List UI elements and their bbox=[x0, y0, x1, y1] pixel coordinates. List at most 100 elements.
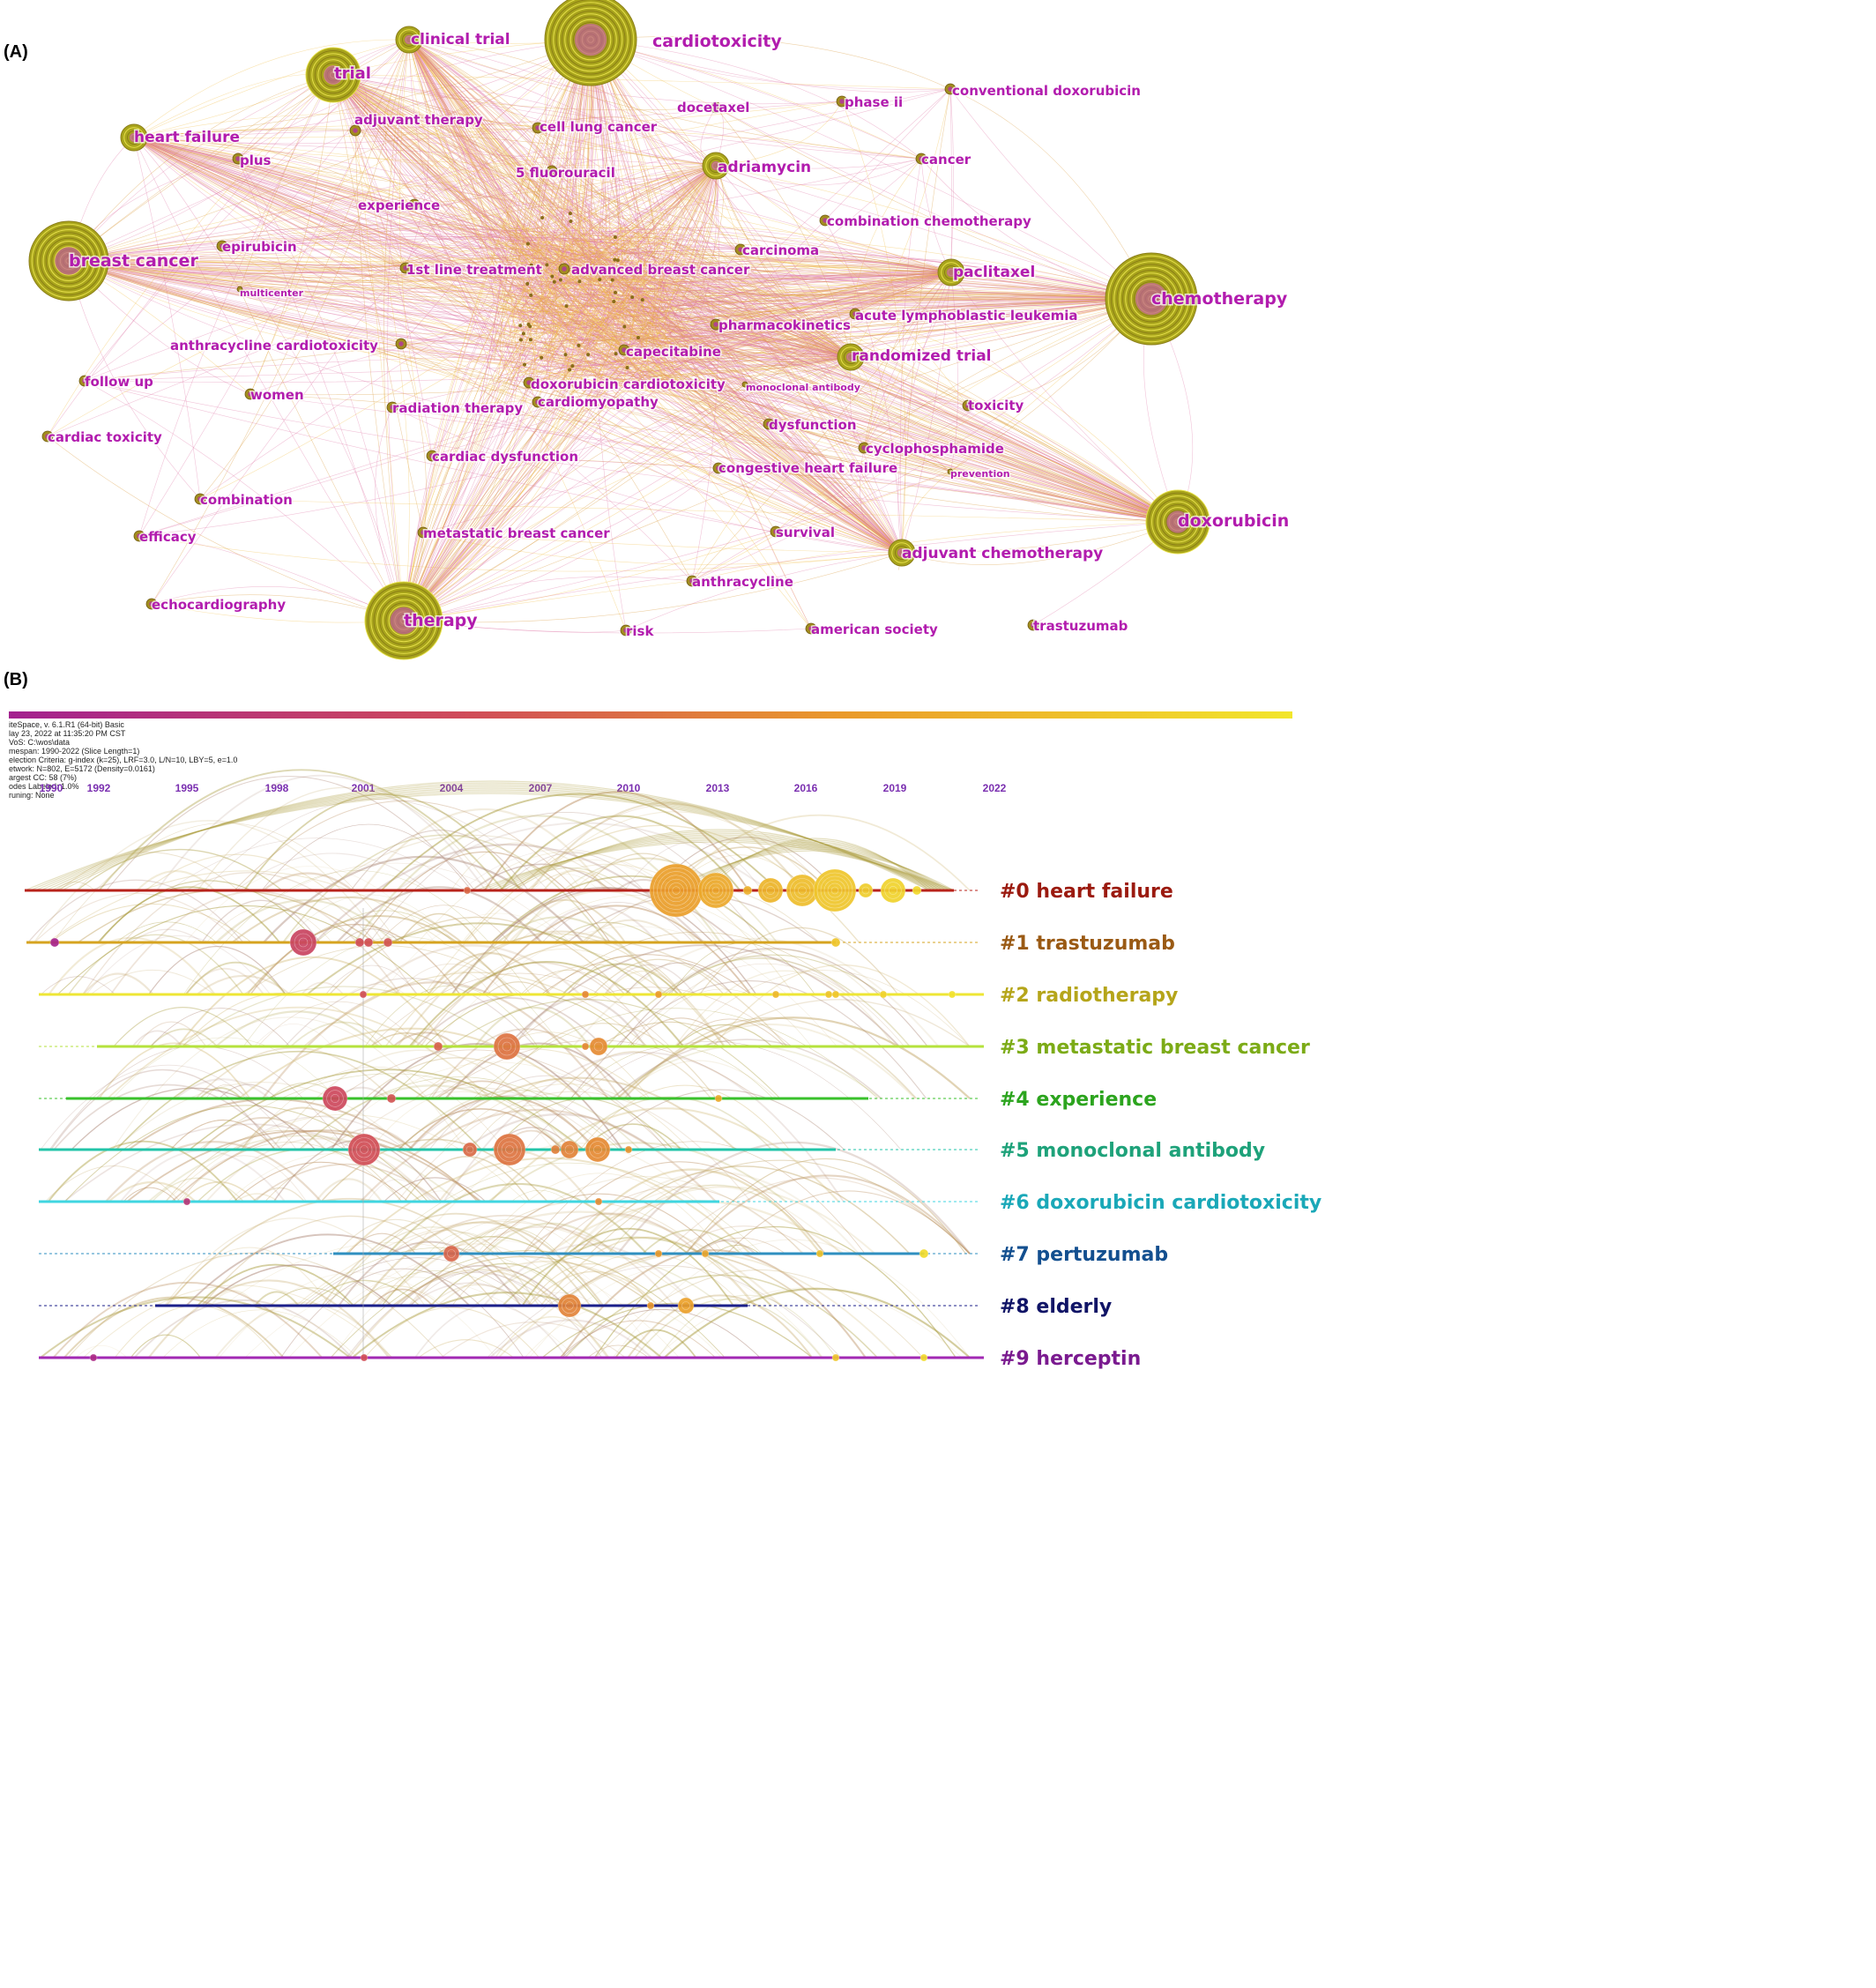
network-edge bbox=[354, 130, 410, 622]
network-edge bbox=[133, 137, 500, 313]
network-edge bbox=[623, 349, 903, 554]
network-edge bbox=[133, 137, 658, 342]
network-edge bbox=[505, 294, 1179, 523]
network-edge bbox=[642, 299, 651, 393]
network-edge bbox=[518, 272, 629, 353]
network-edge bbox=[549, 298, 1152, 376]
network-edge bbox=[715, 107, 1152, 300]
minor-node bbox=[518, 324, 523, 328]
network-edge bbox=[900, 158, 922, 554]
network-edge bbox=[691, 521, 1179, 582]
network-edge bbox=[691, 272, 952, 582]
network-edge bbox=[673, 265, 1152, 300]
network-edge bbox=[403, 314, 607, 622]
node-prevention-label: prevention bbox=[950, 468, 1010, 480]
network-edge bbox=[68, 237, 647, 262]
network-edge bbox=[674, 383, 1179, 523]
network-edge bbox=[221, 165, 717, 247]
network-edge bbox=[332, 74, 684, 343]
network-edge bbox=[604, 248, 903, 554]
network-edge bbox=[68, 241, 530, 275]
network-edge bbox=[403, 351, 640, 622]
citation-arc bbox=[375, 1162, 763, 1255]
network-edge bbox=[544, 345, 852, 379]
citation-arc bbox=[34, 789, 948, 891]
citation-arc bbox=[570, 1171, 860, 1255]
network-edge bbox=[561, 297, 1152, 337]
network-edge bbox=[68, 260, 542, 334]
network-edge bbox=[68, 260, 625, 351]
citation-arc bbox=[40, 1064, 297, 1150]
citation-arc bbox=[47, 870, 445, 943]
citation-arc bbox=[604, 970, 683, 995]
network-edge bbox=[537, 401, 903, 554]
network-edge bbox=[537, 127, 852, 358]
network-edge bbox=[614, 266, 1152, 300]
citation-arc bbox=[706, 838, 930, 891]
network-edge bbox=[551, 165, 717, 172]
network-edge bbox=[607, 259, 952, 276]
minor-node bbox=[625, 365, 629, 369]
network-edge bbox=[651, 165, 717, 340]
network-edge bbox=[405, 39, 429, 269]
network-edge bbox=[590, 39, 856, 315]
network-edge bbox=[571, 165, 717, 274]
network-edge bbox=[403, 354, 628, 622]
minor-node bbox=[564, 304, 569, 309]
network-edge bbox=[632, 231, 1179, 523]
network-edge bbox=[545, 362, 575, 392]
citation-arc bbox=[56, 782, 934, 891]
citation-arc bbox=[544, 932, 852, 995]
node-clinical-trial-circle bbox=[395, 26, 423, 54]
network-edge bbox=[715, 165, 852, 358]
network-edge bbox=[684, 291, 1152, 304]
cluster-0-node bbox=[742, 885, 753, 896]
citation-arc bbox=[409, 1094, 623, 1150]
citation-arc bbox=[175, 1078, 271, 1099]
network-edge bbox=[408, 39, 635, 336]
node-heart-failure-circle bbox=[120, 123, 148, 152]
network-edge bbox=[850, 158, 922, 358]
node-anthracycline-cardiotoxicity-circle bbox=[395, 338, 407, 350]
citation-arc bbox=[549, 1186, 803, 1255]
network-edge bbox=[403, 367, 587, 622]
network-edge bbox=[524, 308, 903, 554]
node-phase-ii-label: phase ii bbox=[845, 94, 903, 110]
network-edge bbox=[715, 107, 1152, 300]
network-edge bbox=[528, 272, 952, 383]
network-edge bbox=[133, 137, 553, 257]
network-edge bbox=[949, 88, 952, 273]
network-edge bbox=[68, 158, 922, 262]
network-edge bbox=[403, 471, 951, 622]
network-edge bbox=[571, 295, 1152, 306]
network-edge bbox=[332, 74, 497, 355]
network-edge bbox=[529, 296, 1152, 355]
node-advanced-breast-cancer-label: advanced breast cancer bbox=[571, 262, 750, 278]
network-edge bbox=[133, 137, 565, 270]
network-edge bbox=[534, 280, 1152, 300]
network-edge bbox=[625, 552, 903, 631]
network-edge bbox=[553, 359, 607, 365]
node-doxorubicin-label: doxorubicin bbox=[1178, 511, 1289, 531]
citation-arc bbox=[280, 1268, 525, 1359]
network-edge bbox=[133, 137, 517, 250]
citation-arc bbox=[532, 874, 599, 891]
network-edge bbox=[133, 137, 536, 293]
network-edge bbox=[513, 365, 903, 554]
network-edge bbox=[408, 39, 616, 284]
cluster-6-label: #6 doxorubicin cardiotoxicity bbox=[1000, 1192, 1321, 1214]
network-edge bbox=[332, 74, 614, 369]
minor-node bbox=[521, 331, 525, 336]
network-edge bbox=[408, 39, 657, 235]
header-line: VoS: C:\wos\data bbox=[9, 738, 70, 747]
network-edge bbox=[702, 165, 717, 325]
citation-arc bbox=[198, 1073, 583, 1150]
network-edge bbox=[519, 257, 852, 358]
network-edge bbox=[47, 436, 405, 622]
citation-arc bbox=[359, 1108, 717, 1202]
network-edge bbox=[567, 165, 717, 388]
network-edge bbox=[403, 247, 599, 622]
network-edge bbox=[590, 39, 770, 425]
